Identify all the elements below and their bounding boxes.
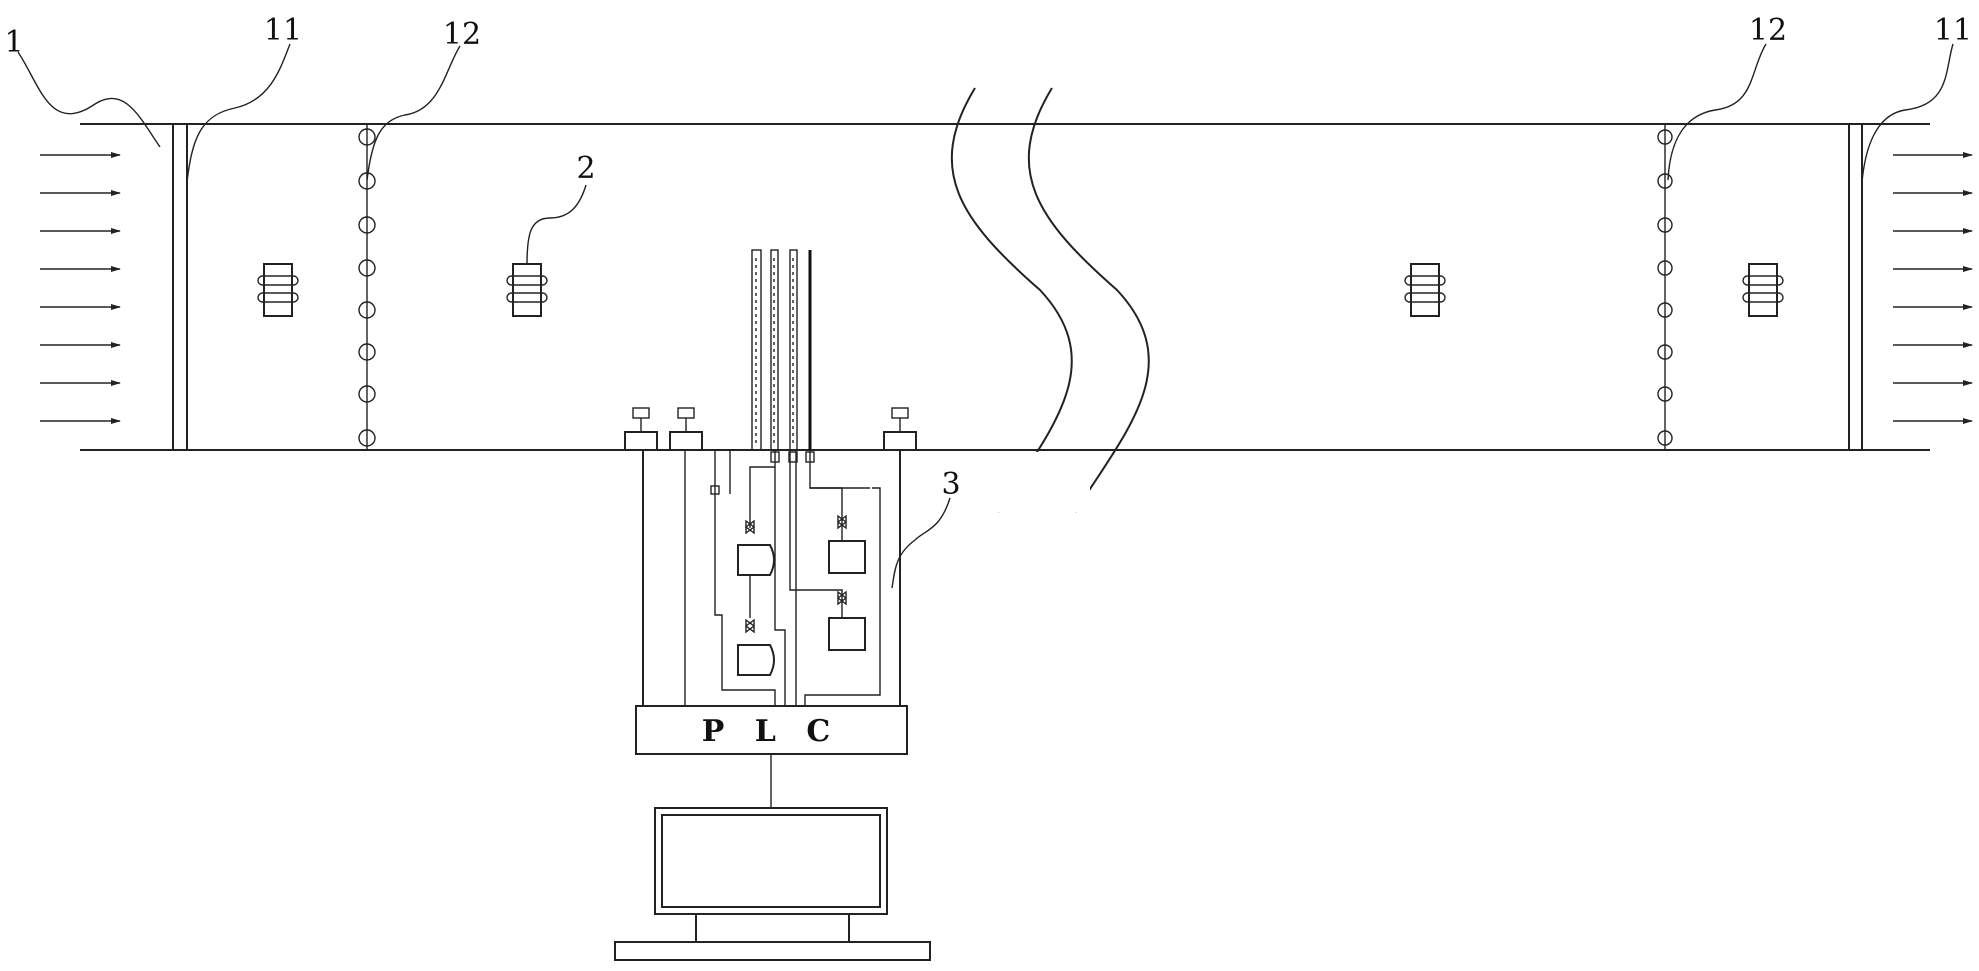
fan-icon <box>1404 263 1446 317</box>
sensor-line-right <box>1657 124 1673 450</box>
sensor-icon <box>1657 302 1673 318</box>
sensor-icon <box>1657 173 1673 189</box>
computer-icon <box>614 807 931 961</box>
fan-label: 2 <box>576 151 595 186</box>
door-right-label: 11 <box>1934 13 1972 48</box>
labels: 1 11 12 2 3 12 11 <box>4 13 1972 502</box>
sensor-line-right-label: 12 <box>1749 13 1787 48</box>
sensor-icon <box>358 301 376 319</box>
break-symbol <box>950 87 1150 513</box>
cabinet-label: 3 <box>941 467 960 502</box>
door-left <box>172 124 188 450</box>
fan-icon <box>257 263 299 317</box>
inlet-airflow-arrows <box>40 152 121 424</box>
tunnel-label: 1 <box>4 25 23 60</box>
probe-tubes <box>751 249 812 451</box>
cabinet <box>642 450 901 706</box>
door-left-label: 11 <box>264 13 302 48</box>
sensor-icon <box>358 343 376 361</box>
sensor-line-left-label: 12 <box>443 17 481 52</box>
sensor-icon <box>1657 217 1673 233</box>
sensor-icon <box>358 385 376 403</box>
sensor-icon <box>1657 129 1673 145</box>
tunnel <box>80 123 1930 451</box>
sensor-head-icon <box>883 407 917 451</box>
sensor-head-icon <box>669 407 703 451</box>
sensor-line-left <box>358 124 376 450</box>
door-right <box>1848 124 1863 450</box>
sensor-icon <box>1657 430 1673 446</box>
sensor-icon <box>358 259 376 277</box>
sensor-icon <box>1657 344 1673 360</box>
sensor-icon <box>358 429 376 447</box>
sensor-icon <box>358 216 376 234</box>
sensor-icon <box>358 172 376 190</box>
fan-icon <box>506 263 548 317</box>
outlet-airflow-arrows <box>1893 152 1973 424</box>
sensor-icon <box>1657 386 1673 402</box>
plc-label: P L C <box>702 714 840 749</box>
sensor-head-icon <box>624 407 658 451</box>
plc-box: P L C <box>635 705 908 755</box>
sensor-icon <box>358 128 376 146</box>
fan-icon <box>1742 263 1784 317</box>
sensor-icon <box>1657 260 1673 276</box>
leader-lines <box>17 43 1954 589</box>
